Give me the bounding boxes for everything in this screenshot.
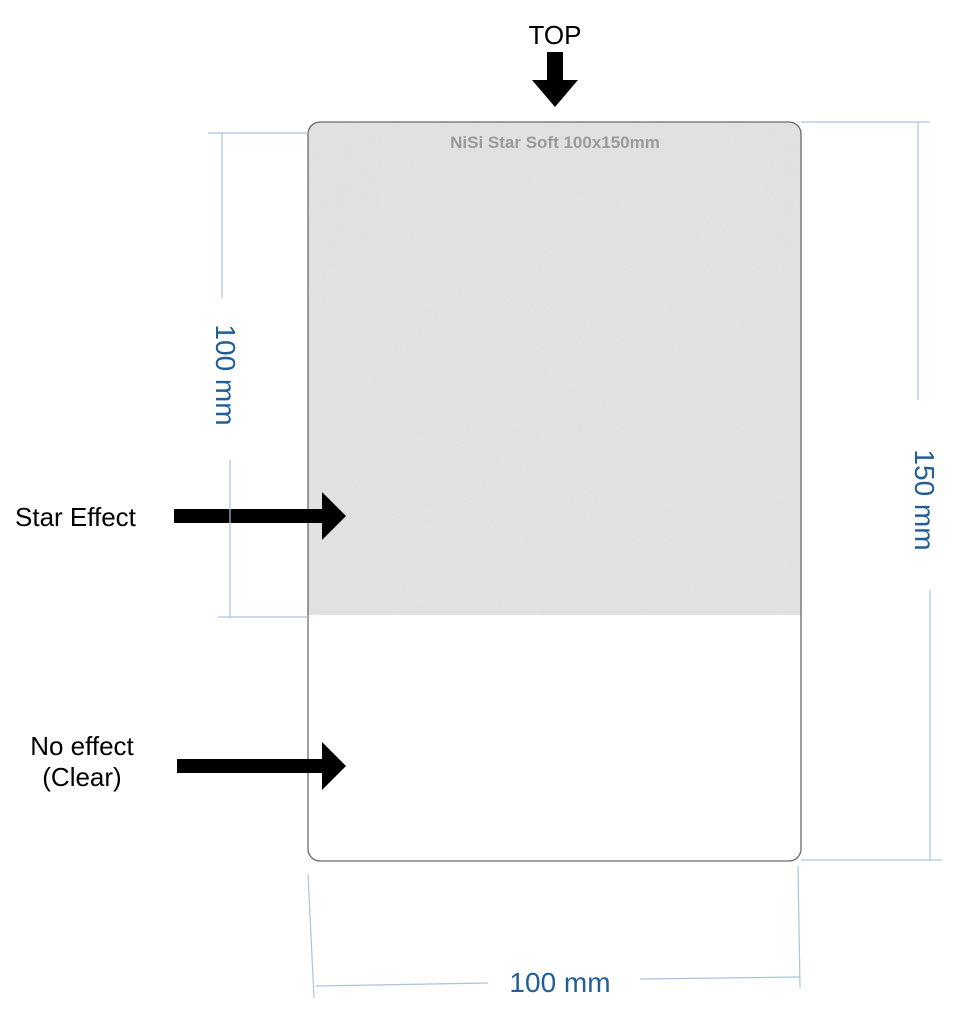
effect-height-label: 100 mm	[210, 324, 241, 425]
filter-outline	[307, 121, 802, 862]
no-effect-label: No effect	[30, 731, 134, 761]
star-effect-zone	[308, 122, 801, 615]
width-label: 100 mm	[509, 967, 610, 998]
filter-name-label: NiSi Star Soft 100x150mm	[450, 133, 660, 152]
star-effect-label: Star Effect	[15, 502, 137, 532]
no-effect-arrow-icon	[177, 742, 346, 790]
bottom-dimension	[307, 865, 801, 999]
arrow-down-icon	[532, 52, 578, 107]
left-dimension	[208, 132, 308, 618]
filter-plate: NiSi Star Soft 100x150mm	[307, 121, 802, 862]
total-height-label: 150 mm	[909, 449, 940, 550]
right-dimension	[801, 121, 942, 861]
clear-label: (Clear)	[42, 762, 121, 792]
star-effect-arrow-icon	[174, 492, 346, 540]
top-label: TOP	[529, 20, 582, 50]
